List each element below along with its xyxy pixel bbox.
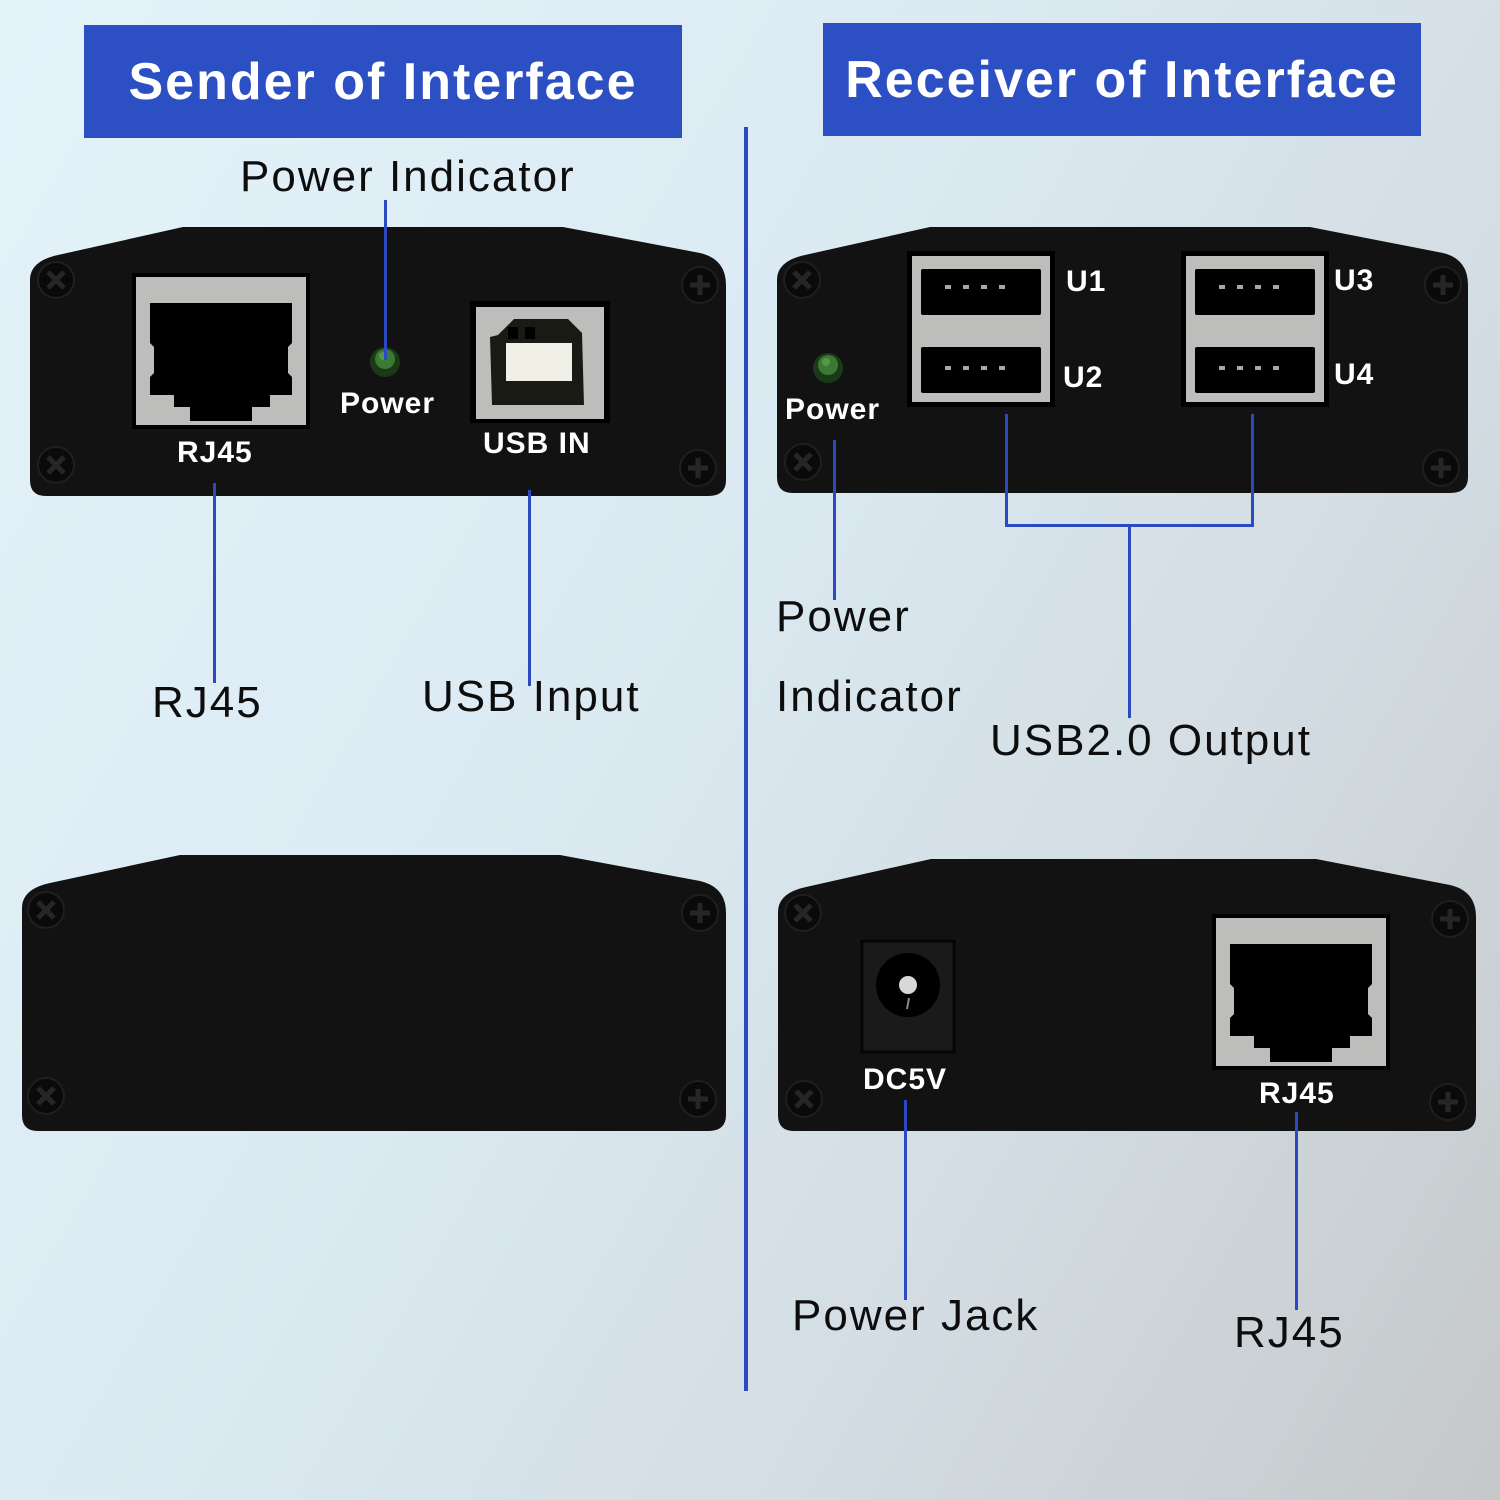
rj45-port-icon: [1212, 914, 1390, 1070]
sender-front-panel: [28, 225, 728, 500]
receiver-leader-usb-stem: [1128, 524, 1131, 718]
usb-b-port-icon: [470, 301, 610, 423]
screw-icon: [1429, 1083, 1467, 1121]
usb-a-dual-port-icon: [907, 251, 1055, 407]
receiver-leader-power: [833, 440, 836, 600]
sender-title: Sender of Interface: [84, 25, 682, 138]
screw-icon: [681, 894, 719, 932]
sender-leader-power: [384, 200, 387, 360]
usb-a-dual-port-icon: [1181, 251, 1329, 407]
receiver-callout-rj45: RJ45: [1234, 1308, 1345, 1357]
receiver-panel-label-rj45: RJ45: [1259, 1077, 1335, 1110]
sender-leader-rj45: [213, 483, 216, 683]
screw-icon: [1424, 266, 1462, 304]
receiver-leader-usb-right: [1251, 414, 1254, 526]
receiver-panel-label-u4: U4: [1334, 358, 1375, 391]
receiver-panel-label-u3: U3: [1334, 264, 1375, 297]
receiver-panel-label-dc5v: DC5V: [863, 1063, 948, 1096]
screw-icon: [784, 894, 822, 932]
receiver-panel-label-u2: U2: [1063, 361, 1104, 394]
screw-icon: [1431, 900, 1469, 938]
receiver-title: Receiver of Interface: [823, 23, 1421, 136]
sender-title-text: Sender of Interface: [128, 52, 638, 111]
receiver-callout-usb-output: USB2.0 Output: [990, 716, 1312, 765]
sender-panel-label-rj45: RJ45: [177, 436, 253, 469]
dc-power-jack-icon: [860, 939, 956, 1054]
sender-callout-power-indicator: Power Indicator: [240, 152, 576, 201]
receiver-leader-usb-left: [1005, 414, 1008, 526]
screw-icon: [27, 891, 65, 929]
power-led-icon: [813, 353, 843, 383]
receiver-callout-power-jack: Power Jack: [792, 1291, 1040, 1340]
screw-icon: [681, 266, 719, 304]
sender-back-panel: [20, 853, 728, 1133]
screw-icon: [37, 446, 75, 484]
sender-panel-label-power: Power: [340, 387, 436, 420]
screw-icon: [784, 443, 822, 481]
screw-icon: [27, 1077, 65, 1115]
rj45-port-icon: [132, 273, 310, 429]
sender-callout-usb-input: USB Input: [422, 672, 641, 721]
screw-icon: [783, 261, 821, 299]
receiver-leader-power-jack: [904, 1100, 907, 1300]
sender-leader-usb: [528, 490, 531, 686]
receiver-panel-label-u1: U1: [1066, 265, 1107, 298]
receiver-callout-power: Power: [776, 592, 911, 641]
screw-icon: [679, 449, 717, 487]
receiver-title-text: Receiver of Interface: [845, 50, 1399, 109]
receiver-front-panel: [775, 225, 1470, 497]
receiver-leader-rj45: [1295, 1112, 1298, 1310]
sender-callout-rj45: RJ45: [152, 678, 263, 727]
screw-icon: [37, 261, 75, 299]
screw-icon: [785, 1080, 823, 1118]
screw-icon: [1422, 449, 1460, 487]
screw-icon: [679, 1080, 717, 1118]
section-divider: [744, 127, 748, 1391]
receiver-callout-indicator: Indicator: [776, 672, 963, 721]
sender-panel-label-usb-in: USB IN: [483, 427, 591, 460]
receiver-back-panel: [776, 857, 1478, 1134]
receiver-panel-label-power: Power: [785, 393, 881, 426]
